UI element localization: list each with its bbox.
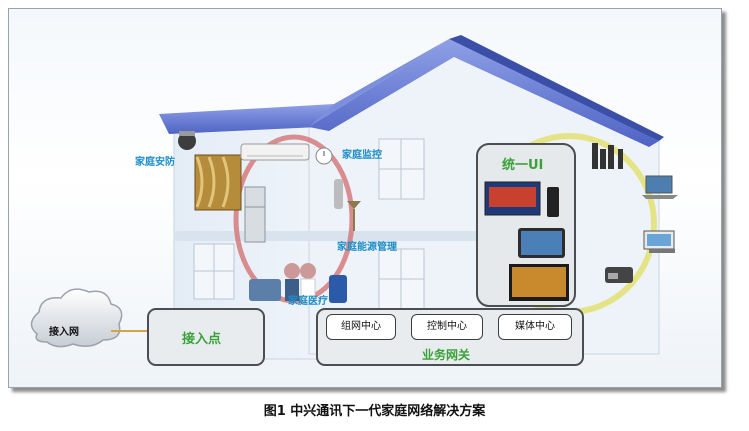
roof: [159, 35, 664, 147]
cloud-shape: [30, 288, 123, 348]
gateway-button-control: 控制中心: [411, 314, 483, 340]
gateway-button-networking: 组网中心: [326, 314, 396, 340]
curtain-window-image: [194, 154, 242, 211]
business-gateway-box: 组网中心 控制中心 媒体中心 业务网关: [316, 308, 584, 366]
right-devices: [592, 143, 678, 283]
label-home-medical: 家庭医疗: [288, 296, 328, 307]
access-point-box: 接入点: [147, 308, 265, 366]
lamp-icon: [347, 201, 361, 231]
air-conditioner-icon: [240, 143, 310, 161]
speaker-icon: [334, 179, 343, 209]
business-gateway-title: 业务网关: [422, 348, 471, 362]
gateway-button-media: 媒体中心: [498, 314, 572, 340]
label-home-monitoring: 家庭监控: [342, 150, 382, 161]
windows: [193, 138, 425, 310]
clock-icon: [315, 147, 333, 165]
ui-screens: [484, 181, 569, 301]
access-network-label: 接入网: [49, 327, 79, 338]
figure-caption: 图1 中兴通讯下一代家庭网络解决方案: [263, 404, 486, 419]
security-camera-icon: [178, 131, 196, 150]
medical-devices-image: [249, 263, 347, 303]
refrigerator-icon: [244, 186, 266, 243]
label-home-energy: 家庭能源管理: [337, 242, 397, 253]
access-point-label: 接入点: [182, 332, 222, 347]
label-home-security: 家庭安防: [135, 157, 175, 168]
house-scene: [30, 35, 678, 360]
figure-frame: 家庭安防 家庭监控 家庭能源管理 家庭医疗 统一UI 接入网 接入点 组网中心 …: [8, 8, 722, 388]
unified-ui-title: 统一UI: [502, 158, 544, 173]
